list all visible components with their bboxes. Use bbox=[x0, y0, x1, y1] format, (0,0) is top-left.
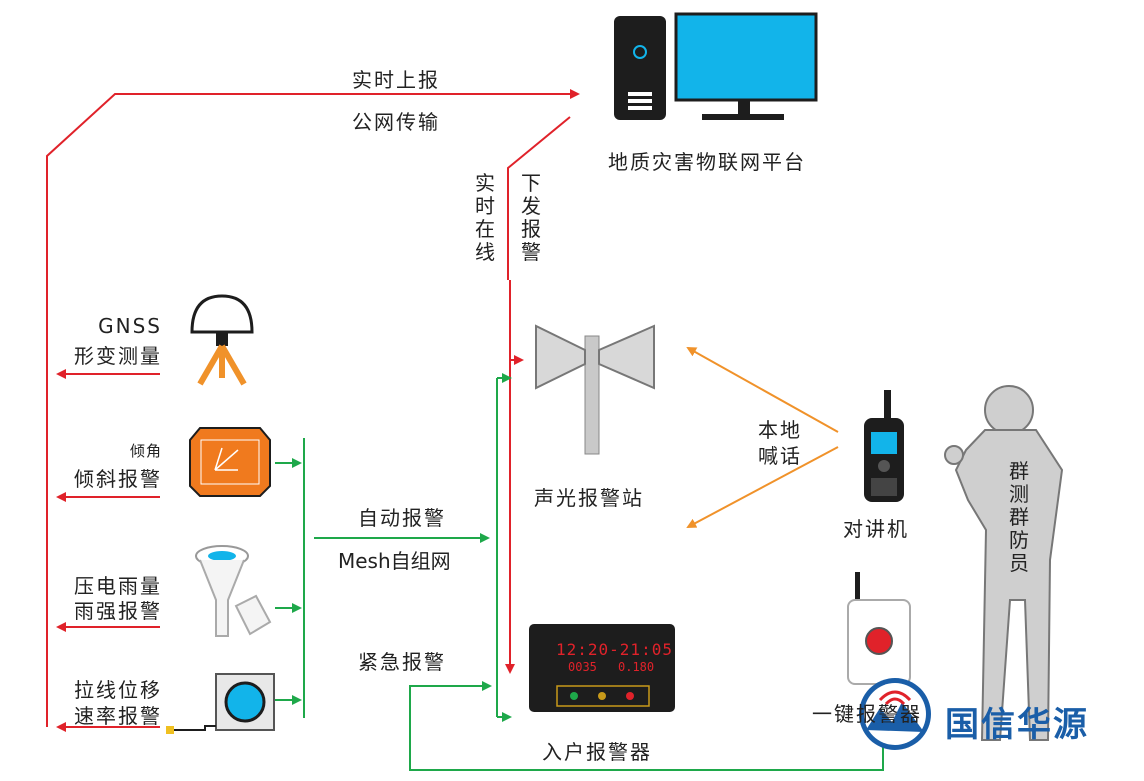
local-shout-label-top: 本地 bbox=[758, 418, 802, 442]
rain-label-line1: 压电雨量 bbox=[74, 574, 162, 598]
alarm-display-value1: 0035 bbox=[568, 660, 597, 674]
emergency-alarm-label: 紧急报警 bbox=[358, 650, 446, 674]
rain-gauge-icon bbox=[195, 545, 272, 637]
red-upload-lines bbox=[46, 89, 580, 727]
platform-label: 地质灾害物联网平台 bbox=[608, 150, 806, 174]
computer-icon bbox=[614, 12, 818, 120]
gnss-label-line1: GNSS bbox=[98, 314, 162, 338]
issue-alarm-label: 下发报警 bbox=[521, 171, 541, 264]
alarm-display-time: 12:20-21:05 bbox=[556, 640, 673, 659]
person-label: 群测群防员 bbox=[1009, 459, 1029, 575]
walkie-talkie-icon bbox=[864, 390, 904, 502]
tilt-small-label: 倾角 bbox=[129, 442, 162, 460]
public-network-label: 公网传输 bbox=[352, 110, 440, 134]
brand-name: 国信华源 bbox=[945, 705, 1089, 745]
tilt-sensor-icon bbox=[189, 427, 271, 497]
green-alarm-lines bbox=[275, 373, 884, 771]
speaker-station-label: 声光报警站 bbox=[534, 486, 644, 510]
rain-label-line2: 雨强报警 bbox=[74, 599, 162, 623]
walkie-talkie-label: 对讲机 bbox=[843, 517, 909, 541]
gnss-antenna-icon bbox=[190, 294, 254, 386]
one-key-alarm-icon bbox=[847, 572, 911, 685]
orange-voice-lines bbox=[686, 347, 839, 528]
indoor-alarm-label: 入户报警器 bbox=[542, 740, 652, 764]
realtime-online-label: 实时在线 bbox=[475, 171, 495, 264]
person-icon bbox=[944, 385, 1064, 741]
sensor-report-arrows bbox=[56, 369, 160, 732]
speaker-station-icon bbox=[535, 324, 655, 455]
wire-sensor-icon bbox=[166, 673, 275, 734]
local-shout-label-bottom: 喊话 bbox=[758, 444, 802, 468]
wire-label-line2: 速率报警 bbox=[74, 704, 162, 728]
alarm-display-value2: 0.180 bbox=[618, 660, 655, 674]
indoor-alarm-icon bbox=[529, 624, 675, 712]
tilt-label: 倾斜报警 bbox=[74, 467, 162, 491]
mesh-label: Mesh自组网 bbox=[338, 549, 451, 573]
one-key-alarm-label: 一键报警器 bbox=[812, 702, 922, 726]
gnss-label-line2: 形变测量 bbox=[74, 344, 162, 368]
brand-logo-icon bbox=[859, 678, 931, 750]
auto-alarm-label: 自动报警 bbox=[358, 506, 446, 530]
wire-label-line1: 拉线位移 bbox=[74, 678, 162, 702]
realtime-report-label: 实时上报 bbox=[352, 68, 440, 92]
